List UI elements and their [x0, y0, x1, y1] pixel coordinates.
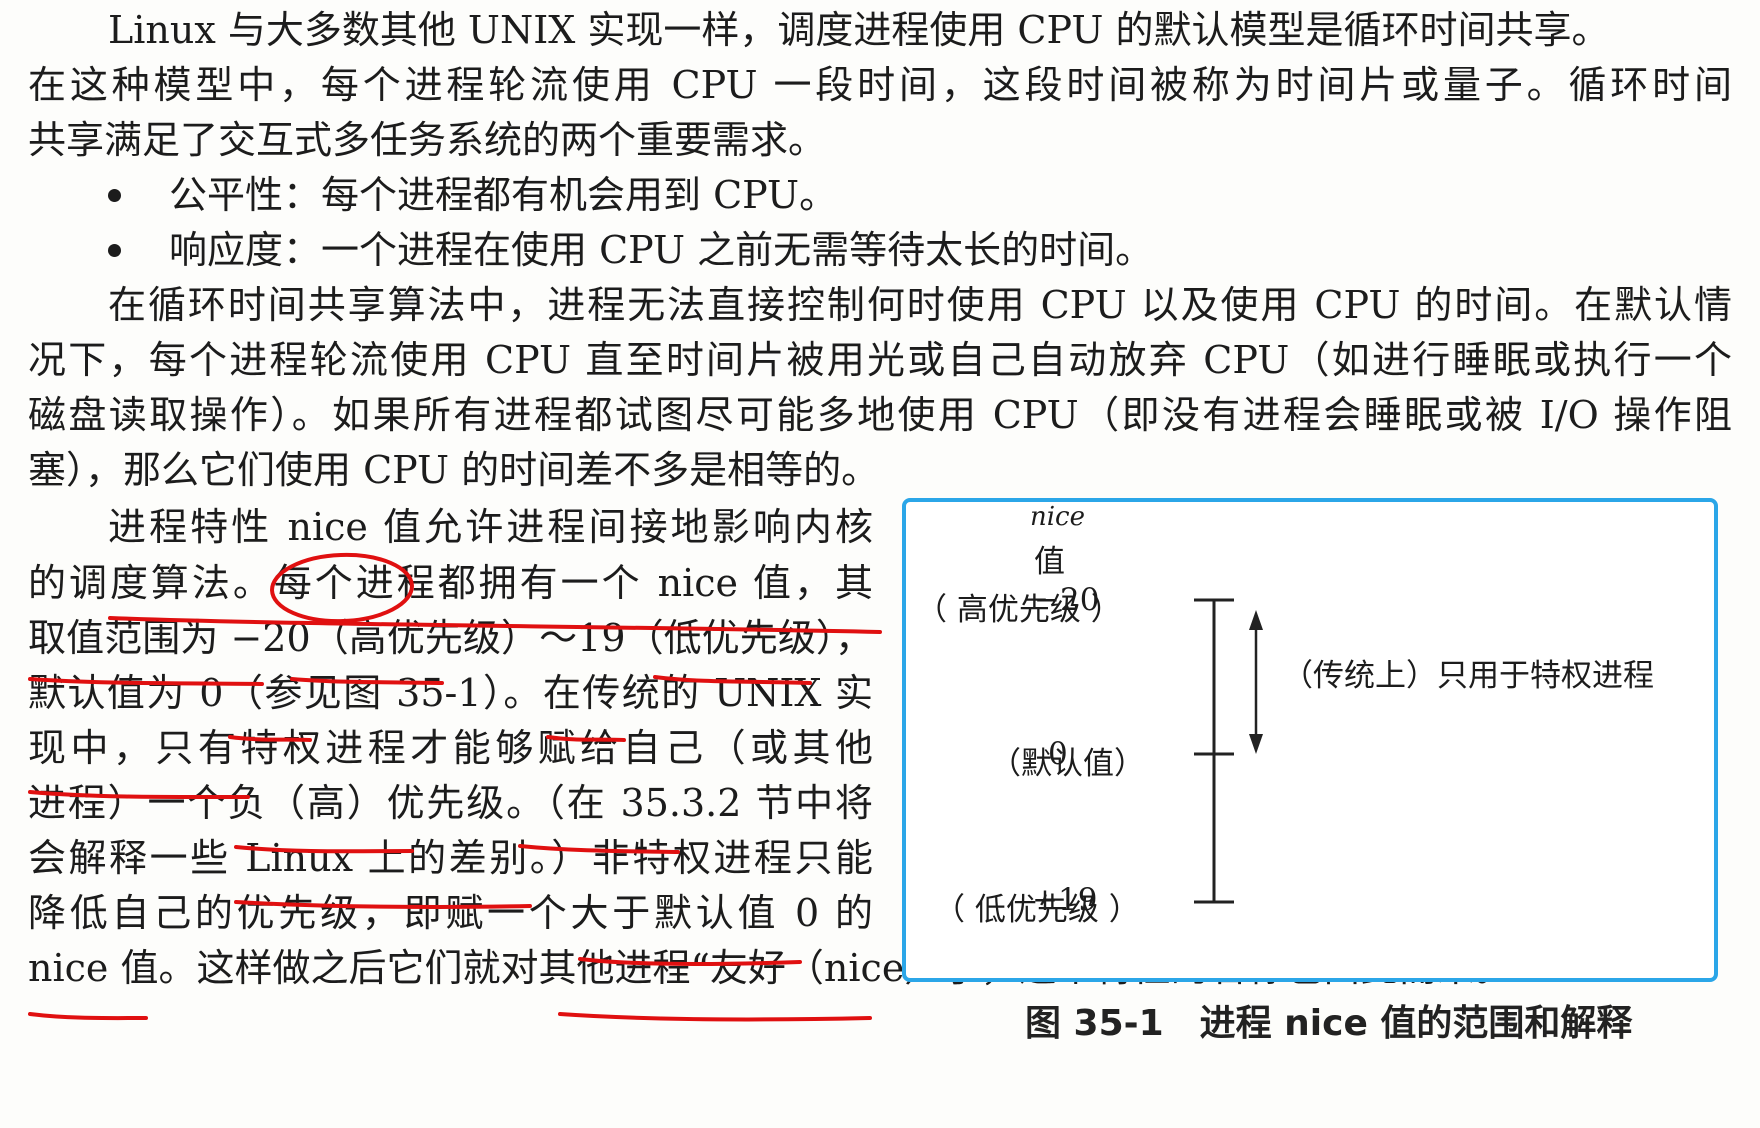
bullet-icon: [108, 189, 121, 202]
paragraph3-line7: 会解释一些 Linux 上的差别。）非特权进程只能: [28, 836, 873, 880]
paragraph2-line4: 塞），那么它们使用 CPU 的时间差不多是相等的。: [28, 448, 880, 492]
figure-caption: 图 35-1 进程 nice 值的范围和解释: [1025, 1003, 1633, 1044]
figure-nice-range: nice 值 （ 高优先级 ） −20 （默认值） 0 （ 低优先级 ） +19…: [902, 498, 1718, 982]
paragraph3-line8: 降低自己的优先级，即赋一个大于默认值 0 的: [28, 891, 873, 935]
paragraph3-line4: 默认值为 0（参见图 35-1）。在传统的 UNIX 实: [28, 671, 873, 715]
underline-greater-than-default: [558, 1012, 872, 1022]
nice-scale-graphic: [1194, 598, 1263, 904]
low-priority-value: +19: [1032, 882, 1098, 918]
paragraph1-line3: 共享满足了交互式多任务系统的两个重要需求。: [28, 118, 827, 162]
privileged-range-note: （传统上）只用于特权进程: [1282, 658, 1654, 694]
paragraph3-line2: 的调度算法。每个进程都拥有一个 nice 值，其: [28, 561, 873, 605]
paragraph1-line1: Linux 与大多数其他 UNIX 实现一样，调度进程使用 CPU 的默认模型是…: [108, 8, 1610, 52]
bullet-text: 公平性：每个进程都有机会用到 CPU。: [169, 173, 838, 217]
paragraph2-line1: 在循环时间共享算法中，进程无法直接控制何时使用 CPU 以及使用 CPU 的时间…: [108, 283, 1732, 327]
low-priority-label: （ 低优先级 ）: [934, 892, 1140, 928]
bullet-item-fairness: 公平性：每个进程都有机会用到 CPU。: [108, 165, 837, 225]
paragraph3-line3: 取值范围为 −20（高优先级）～19（低优先级），: [28, 616, 873, 660]
arrow-down-icon: [1249, 734, 1263, 754]
paragraph1-line2: 在这种模型中，每个进程轮流使用 CPU 一段时间，这段时间被称为时间片或量子。循…: [28, 63, 1732, 107]
paragraph3-line5: 现中，只有特权进程才能够赋给自己（或其他: [28, 726, 873, 770]
arrow-up-icon: [1249, 610, 1263, 630]
underline-lower-own: [28, 1012, 148, 1021]
paragraph2-line2: 况下，每个进程轮流使用 CPU 直至时间片被用光或自己自动放弃 CPU（如进行睡…: [28, 338, 1732, 382]
axis-title-value: 值: [1034, 544, 1065, 580]
default-value: 0: [1048, 736, 1068, 772]
axis-title-nice: nice: [1030, 502, 1086, 532]
high-priority-value: −20: [1034, 582, 1100, 618]
paragraph2-line3: 磁盘读取操作）。如果所有进程都试图尽可能多地使用 CPU（即没有进程会睡眠或被 …: [28, 393, 1732, 437]
bullet-item-responsiveness: 响应度：一个进程在使用 CPU 之前无需等待太长的时间。: [108, 220, 1153, 280]
paragraph3-line6: 进程）一个负（高）优先级。（在 35.3.2 节中将: [28, 781, 873, 825]
bullet-icon: [108, 244, 121, 257]
bullet-text: 响应度：一个进程在使用 CPU 之前无需等待太长的时间。: [169, 228, 1154, 272]
default-label: （默认值）: [990, 746, 1145, 782]
high-priority-label: （ 高优先级 ）: [916, 592, 1122, 628]
paragraph3-line1: 进程特性 nice 值允许进程间接地影响内核: [108, 505, 873, 549]
